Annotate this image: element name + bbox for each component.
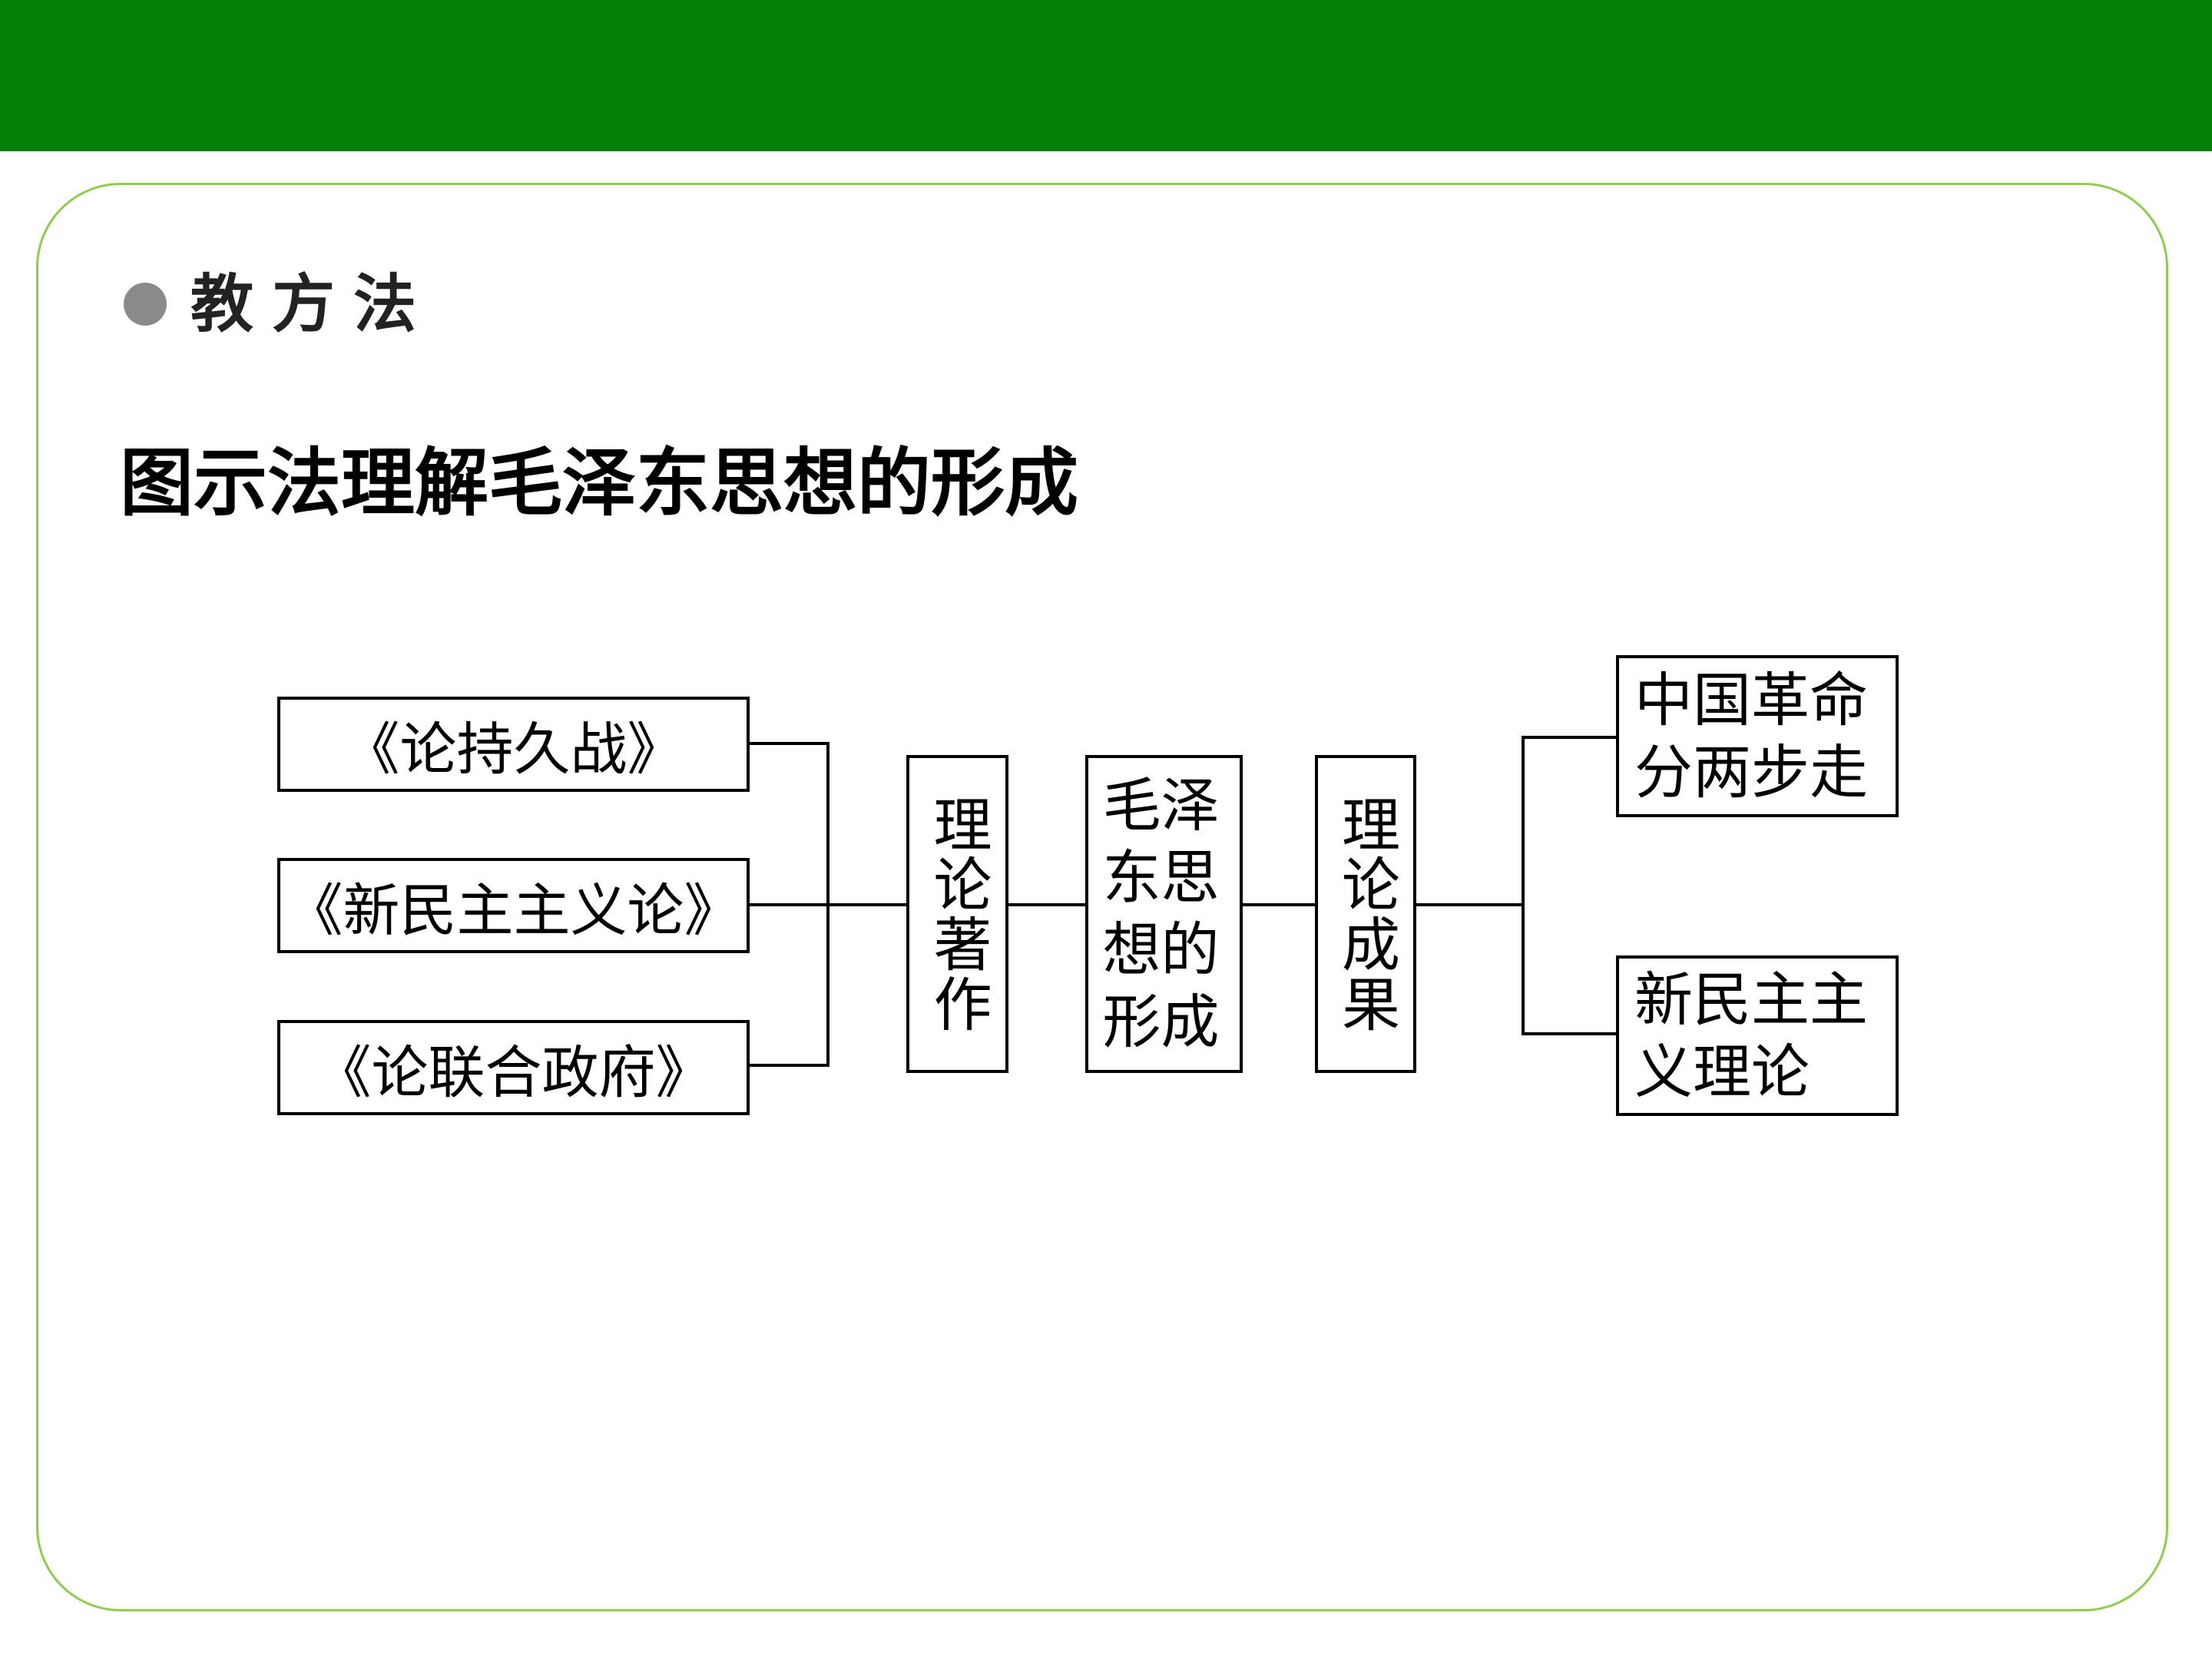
outcome-label-2: 新民主主义理论 [1634, 965, 1868, 1106]
results-label: 理论成果 [1332, 794, 1400, 1034]
top-banner [0, 0, 2212, 151]
center-box: 毛泽东思想的形成 [1085, 755, 1243, 1073]
connector-outcomes-vertical [1522, 736, 1525, 1035]
source-label-1: 《论持久战》 [343, 716, 684, 783]
section-heading: 教方法 [190, 268, 435, 341]
outcome-box-2: 新民主主义理论 [1616, 955, 1899, 1116]
outcome-label-1: 中国革命分两步走 [1634, 665, 1868, 806]
source-label-2: 《新民主主义论》 [286, 877, 741, 944]
center-label: 毛泽东思想的形成 [1102, 771, 1220, 1056]
connector-center-results [1243, 903, 1316, 906]
connector-outcome-2 [1522, 1032, 1618, 1035]
source-box-1: 《论持久战》 [277, 697, 750, 792]
works-label: 理论著作 [923, 794, 992, 1034]
connector-outcome-1 [1522, 736, 1618, 739]
page-title: 图示法理解毛泽东思想的形成 [120, 440, 1078, 526]
source-box-2: 《新民主主义论》 [277, 858, 750, 953]
source-label-3: 《论联合政府》 [314, 1039, 713, 1106]
works-box: 理论著作 [906, 755, 1008, 1073]
outcome-box-1: 中国革命分两步走 [1616, 655, 1899, 817]
connector-sources-vertical [826, 742, 830, 1067]
connector-source-1 [750, 742, 828, 745]
bullet-icon [124, 283, 167, 326]
results-box: 理论成果 [1315, 755, 1416, 1073]
connector-works-center [1008, 903, 1087, 906]
source-box-3: 《论联合政府》 [277, 1020, 750, 1115]
connector-source-3 [750, 1064, 828, 1067]
connector-results-out [1416, 903, 1524, 906]
